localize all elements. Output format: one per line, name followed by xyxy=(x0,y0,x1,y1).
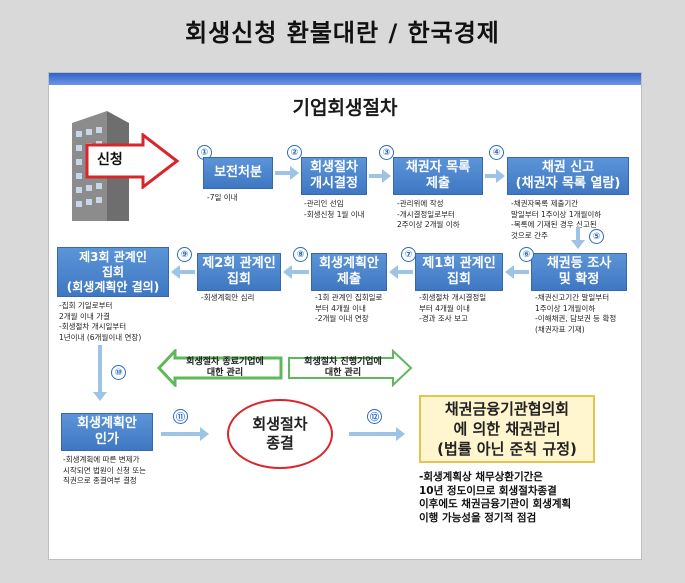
step-num-8: ⑧ xyxy=(293,247,308,262)
top-accent-bar xyxy=(49,73,641,85)
step-num-4: ④ xyxy=(489,145,504,160)
step-num-2: ② xyxy=(287,145,302,160)
headline-bar: 회생신청 환불대란 / 한국경제 xyxy=(0,0,685,60)
step-box-3: 채권자 목록 제출 xyxy=(393,157,483,195)
step-num-6: ⑥ xyxy=(519,247,534,262)
diagram-title: 기업회생절차 xyxy=(292,97,398,119)
arrow-6-7 xyxy=(389,265,413,279)
arrow-7-8 xyxy=(283,265,309,279)
branch-left-label: 회생절차 종료기업에 대한 관리 xyxy=(186,356,264,378)
arrow-10-11 xyxy=(161,427,209,441)
step-title-3: 채권자 목록 제출 xyxy=(405,159,471,191)
step-note-7: -1회 관계인 집회일로 부터 4개월 이내 -2개월 이내 연장 xyxy=(315,293,383,323)
step-title-12: 채권금융기관협의회 에 의한 채권관리 (법률 아닌 준칙 규정) xyxy=(437,399,577,459)
step-title-2: 회생절차 개시결정 xyxy=(310,159,358,191)
arrow-8-9 xyxy=(171,265,195,279)
step-box-10: 회생계획안 인가 xyxy=(61,413,153,451)
step-num-3: ③ xyxy=(379,145,394,160)
step-num-9: ⑨ xyxy=(177,247,192,262)
arrow-2-3 xyxy=(369,169,391,183)
step-box-1: 보전처분 xyxy=(203,157,273,189)
branch-right-label: 회생절차 진행기업에 대한 관리 xyxy=(304,356,382,378)
arrow-9-10 xyxy=(93,345,107,401)
start-label: 신청 xyxy=(97,152,123,168)
step-note-6: -회생절차 개시결정일 부터 4개월 이내 -경과 조사 보고 xyxy=(419,293,487,323)
step-box-6: 제1회 관계인 집회 xyxy=(415,253,503,291)
step-note-2: -관리인 선임 -회생신청 1월 이내 xyxy=(304,199,365,219)
step-title-5: 채권등 조사 및 확정 xyxy=(546,255,612,287)
step-title-1: 보전처분 xyxy=(214,164,262,180)
step-title-11: 회생절차 종결 xyxy=(252,414,308,453)
step-num-10: ⑩ xyxy=(111,365,126,380)
headline: 회생신청 환불대란 / 한국경제 xyxy=(185,18,500,47)
step-num-5: ⑤ xyxy=(589,229,604,244)
step-note-10: -회생계획에 따른 변제가 시작되면 법원이 신청 또는 직권으로 종결여부 결… xyxy=(63,455,147,485)
arrow-1-2 xyxy=(275,166,299,180)
step-note-5: -채권신고기간 말일부터 1주이상 1개월이하 -이해채권, 담보권 등 확정 … xyxy=(535,293,617,334)
arrow-4-5 xyxy=(571,227,585,249)
step-num-11: ⑪ xyxy=(173,409,188,424)
step-note-3: -관리위에 작성 -개시결정일로부터 2주이상 2개월 이하 xyxy=(397,199,460,229)
step-title-7: 회생계획안 제출 xyxy=(319,255,379,287)
arrow-11-12 xyxy=(349,427,405,441)
step-note-9: -집회 기일로부터 2개월 이내 가결 -회생절차 개시일부터 1년이내 (6개… xyxy=(59,301,142,342)
step-box-12: 채권금융기관협의회 에 의한 채권관리 (법률 아닌 준칙 규정) xyxy=(419,395,595,463)
step-num-12: ⑫ xyxy=(367,409,382,424)
step-box-8: 제2회 관계인 집회 xyxy=(197,253,281,291)
arrow-5-6 xyxy=(505,265,529,279)
step-note-4: -채권자목록 제출기간 말일부터 1주이상 1개월이하 -목록에 기재된 경우 … xyxy=(511,199,602,240)
step-title-9: 제3회 관계인 집회 (회생계획안 결의) xyxy=(66,249,160,294)
step-box-4: 채권 신고 (채권자 목록 열람) xyxy=(507,157,629,195)
step-title-8: 제2회 관계인 집회 xyxy=(202,255,276,287)
step-note-1: -7일 이내 xyxy=(207,193,238,202)
step-note-8: -회생계획안 심리 xyxy=(201,293,255,302)
diagram-panel: 기업회생절차 신청 ① 보전처분 -7일 이내 ② 회생절차 개시결정 -관리인… xyxy=(48,72,642,560)
step-title-10: 회생계획안 인가 xyxy=(77,415,137,447)
step-box-5: 채권등 조사 및 확정 xyxy=(531,253,627,291)
step-box-7: 회생계획안 제출 xyxy=(311,253,387,291)
step-num-7: ⑦ xyxy=(401,247,416,262)
step-box-9: 제3회 관계인 집회 (회생계획안 결의) xyxy=(57,247,169,297)
step-box-2: 회생절차 개시결정 xyxy=(301,157,367,195)
step-oval-11: 회생절차 종결 xyxy=(227,399,333,469)
start-arrow-icon xyxy=(85,133,180,189)
branch-right-arrow-icon xyxy=(288,349,413,387)
arrow-3-4 xyxy=(485,169,505,183)
branch-left-arrow-icon xyxy=(157,349,283,387)
step-note-12: -회생계획상 채무상환기간은 10년 정도이므로 회생절차종결 이후에도 채권금… xyxy=(419,471,572,524)
step-title-6: 제1회 관계인 집회 xyxy=(422,255,496,287)
step-title-4: 채권 신고 (채권자 목록 열람) xyxy=(515,159,621,191)
